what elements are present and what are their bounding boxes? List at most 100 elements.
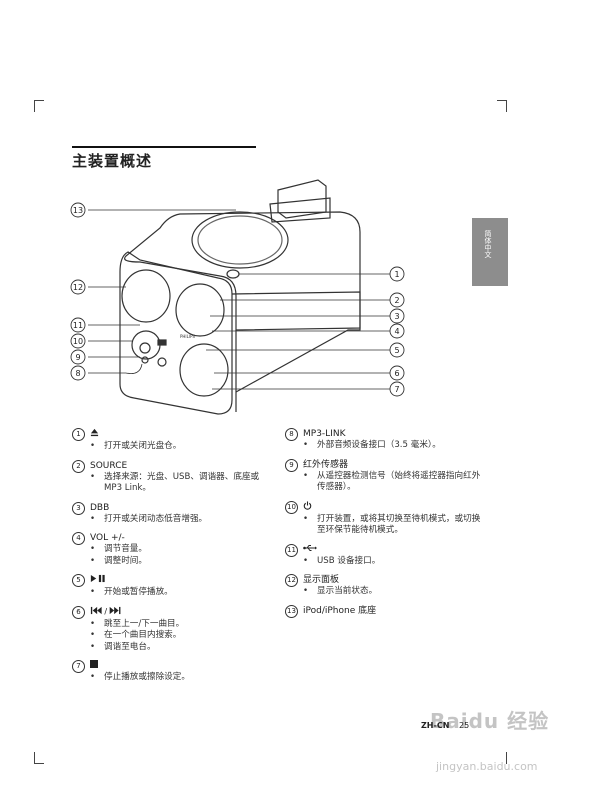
item-heading [72, 428, 272, 441]
callout-number: 3 [394, 312, 399, 321]
bullet-list: 跳至上一/下一曲目。在一个曲目内搜索。调谐至电台。 [72, 619, 272, 654]
callout-circle [70, 202, 86, 218]
item-heading [285, 500, 485, 514]
legend-item: 3DBB打开或关闭动态低音增强。 [72, 501, 272, 526]
bullet-item: 显示当前状态。 [303, 586, 485, 598]
item-heading: VOL +/- [72, 532, 272, 544]
item-heading: iPod/iPhone 底座 [285, 605, 485, 617]
bullet-item: 选择来源：光盘、USB、调谐器、底座或 MP3 Link。 [90, 472, 272, 495]
bullet-list: 打开或关闭动态低音增强。 [72, 514, 272, 526]
callout-circle [70, 349, 86, 365]
language-tab: 简体中文 [472, 218, 508, 286]
crop-mark [506, 100, 507, 112]
callout-circle [389, 342, 405, 358]
crop-mark [34, 100, 44, 101]
bullet-list: 停止播放或擦除设定。 [72, 672, 272, 684]
callout-number: 12 [73, 283, 83, 292]
item-heading: DBB [72, 502, 272, 514]
legend-item: 10 打开装置，或将其切换至待机模式，或切换至环保节能待机模式。 [285, 500, 485, 537]
left-legend: 1打开或关闭光盘仓。 2SOURCE选择来源：光盘、USB、调谐器、底座或 MP3… [72, 428, 272, 691]
callout-number: 8 [75, 369, 80, 378]
bullet-list: 调节音量。调整时间。 [72, 544, 272, 567]
watermark-url: jingyan.baidu.com [436, 760, 538, 773]
legend-item: 6/跳至上一/下一曲目。在一个曲目内搜索。调谐至电台。 [72, 605, 272, 654]
bullet-item: 打开装置，或将其切换至待机模式，或切换至环保节能待机模式。 [303, 514, 485, 537]
svg-text:PHILIPS: PHILIPS [180, 334, 195, 339]
bullet-list: 打开或关闭光盘仓。 [72, 441, 272, 453]
legend-item: 11USB 设备接口。 [285, 543, 485, 568]
bullet-item: USB 设备接口。 [303, 556, 485, 568]
callout-circle [389, 292, 405, 308]
item-heading [72, 660, 272, 672]
title-rule [72, 146, 256, 148]
bullet-item: 调整时间。 [90, 556, 272, 568]
callout-number: 9 [75, 353, 80, 362]
page-number: 25 [459, 721, 470, 730]
callout-number: 4 [394, 327, 399, 336]
item-number: 9 [285, 458, 298, 472]
callout-circle [389, 365, 405, 381]
bullet-item: 在一个曲目内搜索。 [90, 630, 272, 642]
crop-mark [497, 100, 507, 101]
bullet-list: 显示当前状态。 [285, 586, 485, 598]
eject-icon [90, 428, 99, 441]
item-number: 5 [72, 574, 85, 587]
callout-circle [389, 381, 405, 397]
callout-circle [70, 333, 86, 349]
item-number: 7 [72, 660, 85, 673]
item-label: VOL +/- [90, 533, 125, 543]
callout-circle [389, 323, 405, 339]
bullet-item: 打开或关闭动态低音增强。 [90, 514, 272, 526]
item-heading: MP3-LINK [285, 428, 485, 440]
item-label: iPod/iPhone 底座 [303, 605, 377, 616]
usb-icon [303, 544, 317, 556]
callout-number: 5 [394, 346, 399, 355]
item-number: 4 [72, 532, 85, 545]
bullet-item: 外部音频设备接口（3.5 毫米）。 [303, 440, 485, 452]
bullet-list: USB 设备接口。 [285, 556, 485, 568]
callout-circle [70, 317, 86, 333]
callout-number: 11 [73, 321, 83, 330]
legend-item: 5开始或暂停播放。 [72, 574, 272, 599]
stop-icon [90, 660, 98, 672]
callout-number: 2 [394, 296, 399, 305]
crop-mark [34, 763, 44, 764]
legend-item: 4 VOL +/-调节音量。调整时间。 [72, 532, 272, 567]
item-heading: SOURCE [72, 460, 272, 472]
page-title: 主装置概述 [72, 152, 153, 170]
item-heading: 显示面板 [285, 574, 485, 586]
item-number: 10 [285, 500, 298, 514]
crop-mark [34, 100, 35, 112]
language-tab-label: 简体中文 [484, 230, 492, 258]
legend-item: 1打开或关闭光盘仓。 [72, 428, 272, 453]
item-heading: 红外传感器 [285, 459, 485, 471]
legend-item: 7停止播放或擦除设定。 [72, 660, 272, 684]
play-pause-icon [90, 574, 106, 587]
crop-mark [506, 752, 507, 764]
item-label: 显示面板 [303, 575, 340, 585]
item-number: 11 [285, 543, 298, 557]
callout-number: 10 [73, 337, 83, 346]
item-number: 2 [72, 459, 85, 473]
item-label: DBB [90, 502, 110, 513]
callout-circle [70, 365, 86, 381]
bullet-item: 跳至上一/下一曲目。 [90, 619, 272, 631]
callout-number: 1 [394, 270, 399, 279]
item-heading [285, 544, 485, 556]
item-heading: / [72, 606, 272, 619]
legend-item: 9红外传感器从遥控器检测信号（始终将遥控器指向红外传感器）。 [285, 458, 485, 494]
language-code: ZH-CN [421, 721, 450, 730]
bullet-list: 开始或暂停播放。 [72, 587, 272, 599]
bullet-item: 打开或关闭光盘仓。 [90, 441, 272, 453]
bullet-list: 选择来源：光盘、USB、调谐器、底座或 MP3 Link。 [72, 472, 272, 495]
watermark-logo: Baidu 经验 [430, 709, 550, 733]
svg-text:/: / [104, 607, 107, 615]
bullet-item: 调节音量。 [90, 544, 272, 556]
callout-circle [70, 279, 86, 295]
bullet-list: 外部音频设备接口（3.5 毫米）。 [285, 440, 485, 452]
legend-item: 12显示面板显示当前状态。 [285, 574, 485, 598]
item-label: 红外传感器 [303, 459, 349, 470]
